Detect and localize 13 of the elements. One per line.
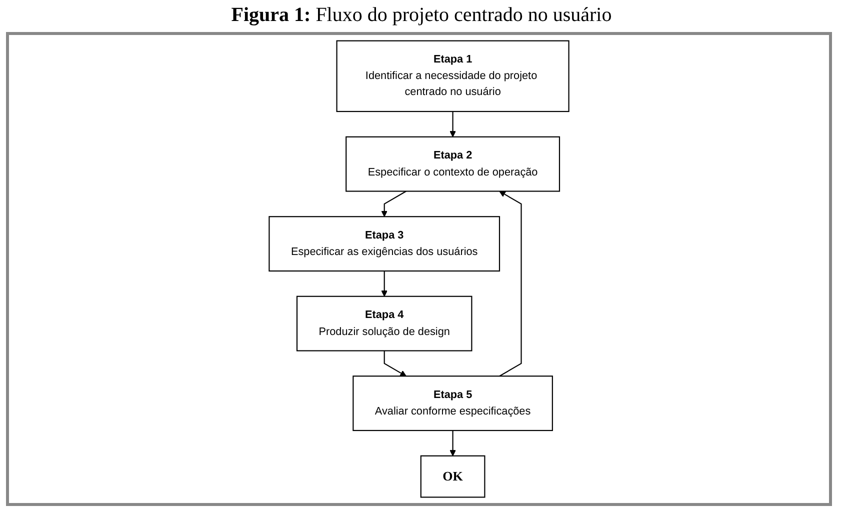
arrow [381, 271, 388, 297]
node-box: Etapa 2 Especificar o contexto de operação [346, 136, 560, 192]
node-box: Etapa 1 Identificar a necessidade do projeto centrado no usuário [336, 40, 570, 112]
node-box: Etapa 4 Produzir solução de design [296, 296, 472, 352]
node-box: OK [420, 455, 486, 498]
figure-title: Figura 1: Fluxo do projeto centrado no usuário [230, 3, 613, 28]
arrow [499, 190, 522, 377]
arrow [384, 350, 406, 376]
node-box: Etapa 3 Especificar as exigências dos usuários [268, 216, 500, 272]
arrow [381, 190, 406, 217]
arrow [450, 112, 456, 138]
arrow [450, 430, 456, 456]
node-box: Etapa 5 Avaliar conforme especificações [352, 376, 553, 432]
